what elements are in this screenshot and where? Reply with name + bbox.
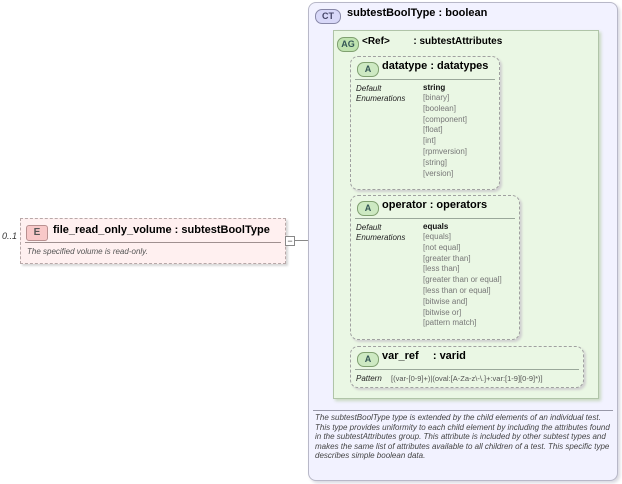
- attribute-divider: [355, 369, 579, 370]
- enumeration-item: [rpmversion]: [423, 146, 468, 156]
- attribute-separator: :: [432, 350, 437, 362]
- default-value: equals: [423, 222, 449, 231]
- complex-type-node[interactable]: CT subtestBoolType : boolean AG <Ref> : …: [308, 2, 618, 481]
- element-documentation: The specified volume is read-only.: [27, 247, 148, 256]
- enumeration-item: [less than]: [423, 264, 460, 274]
- enumerations-label: Enumerations: [356, 94, 406, 103]
- attribute-divider: [355, 218, 515, 219]
- attribute-node-operator[interactable]: A operator : operators Default Enumerati…: [350, 195, 520, 340]
- attribute-badge: A: [357, 352, 379, 367]
- connector-element-to-type: [294, 240, 308, 241]
- enumeration-item: [component]: [423, 114, 468, 124]
- attribute-name: operator: [382, 199, 427, 211]
- enumeration-item: [less than or equal]: [423, 285, 491, 295]
- enumeration-item: [version]: [423, 168, 454, 178]
- attribute-badge: A: [357, 201, 379, 216]
- enumeration-list: [equals] [not equal] [greater than] [les…: [423, 232, 502, 329]
- complex-type-separator: :: [438, 7, 443, 19]
- attribute-title: var_ref : varid: [382, 350, 466, 362]
- complex-type-divider: [313, 410, 613, 411]
- attribute-group-title: <Ref> : subtestAttributes: [362, 36, 502, 47]
- attribute-node-datatype[interactable]: A datatype : datatypes Default Enumerati…: [350, 56, 500, 190]
- element-type: subtestBoolType: [181, 224, 270, 236]
- element-badge: E: [26, 225, 48, 241]
- enumeration-item: [pattern match]: [423, 318, 477, 328]
- complex-type-title: subtestBoolType : boolean: [347, 7, 487, 19]
- element-node[interactable]: E file_read_only_volume : subtestBoolTyp…: [20, 218, 286, 264]
- attribute-type: varid: [439, 350, 466, 362]
- complex-type-base: boolean: [445, 7, 488, 19]
- attribute-group-separator: :: [413, 36, 417, 47]
- enumeration-item: [equals]: [423, 232, 452, 241]
- attribute-name: var_ref: [382, 350, 419, 362]
- element-title: file_read_only_volume : subtestBoolType: [53, 224, 270, 236]
- enumeration-item: [bitwise and]: [423, 296, 468, 306]
- attribute-node-var-ref[interactable]: A var_ref : varid Pattern [(var-[0-9]+)|…: [350, 346, 584, 388]
- default-label: Default: [356, 223, 382, 232]
- attribute-title: datatype : datatypes: [382, 60, 488, 72]
- enumeration-item: [int]: [423, 136, 436, 146]
- attribute-group-node[interactable]: AG <Ref> : subtestAttributes A datatype …: [333, 30, 599, 399]
- enumeration-item: [greater than or equal]: [423, 275, 502, 285]
- element-type-separator: :: [174, 224, 179, 236]
- enumeration-item: [binary]: [423, 93, 450, 102]
- attribute-divider: [355, 79, 495, 80]
- attribute-name: datatype: [382, 60, 428, 72]
- attribute-group-name: subtestAttributes: [419, 36, 503, 47]
- attribute-type: operators: [436, 199, 488, 211]
- default-value: string: [423, 83, 446, 92]
- attribute-type: datatypes: [437, 60, 489, 72]
- pattern-value: [(var-[0-9]+)|(oval:[A-Za-z\-\.]+:var:[1…: [391, 374, 543, 383]
- attribute-badge: A: [357, 62, 379, 77]
- pattern-label: Pattern: [356, 374, 382, 383]
- enumeration-item: [string]: [423, 157, 448, 167]
- attribute-separator: :: [430, 60, 434, 72]
- enumeration-item: [not equal]: [423, 242, 461, 252]
- collapse-toggle-icon[interactable]: −: [285, 236, 295, 246]
- enumeration-item: [float]: [423, 125, 443, 135]
- enumeration-item: [greater than]: [423, 253, 471, 263]
- enumerations-label: Enumerations: [356, 233, 406, 242]
- enumeration-item: [bitwise or]: [423, 307, 462, 317]
- element-occurrence: 0..1: [2, 231, 18, 241]
- complex-type-badge: CT: [315, 9, 341, 24]
- attribute-group-badge: AG: [337, 37, 359, 52]
- complex-type-documentation: The subtestBoolType type is extended by …: [315, 413, 610, 460]
- default-label: Default: [356, 84, 382, 93]
- element-divider: [25, 242, 281, 243]
- attribute-separator: :: [429, 199, 434, 211]
- enumeration-item: [boolean]: [423, 103, 456, 113]
- complex-type-name: subtestBoolType: [347, 7, 436, 19]
- enumeration-list: [binary] [boolean] [component] [float] […: [423, 93, 467, 179]
- element-name: file_read_only_volume: [53, 224, 172, 236]
- attribute-group-ref-label: <Ref>: [362, 36, 390, 47]
- attribute-title: operator : operators: [382, 199, 487, 211]
